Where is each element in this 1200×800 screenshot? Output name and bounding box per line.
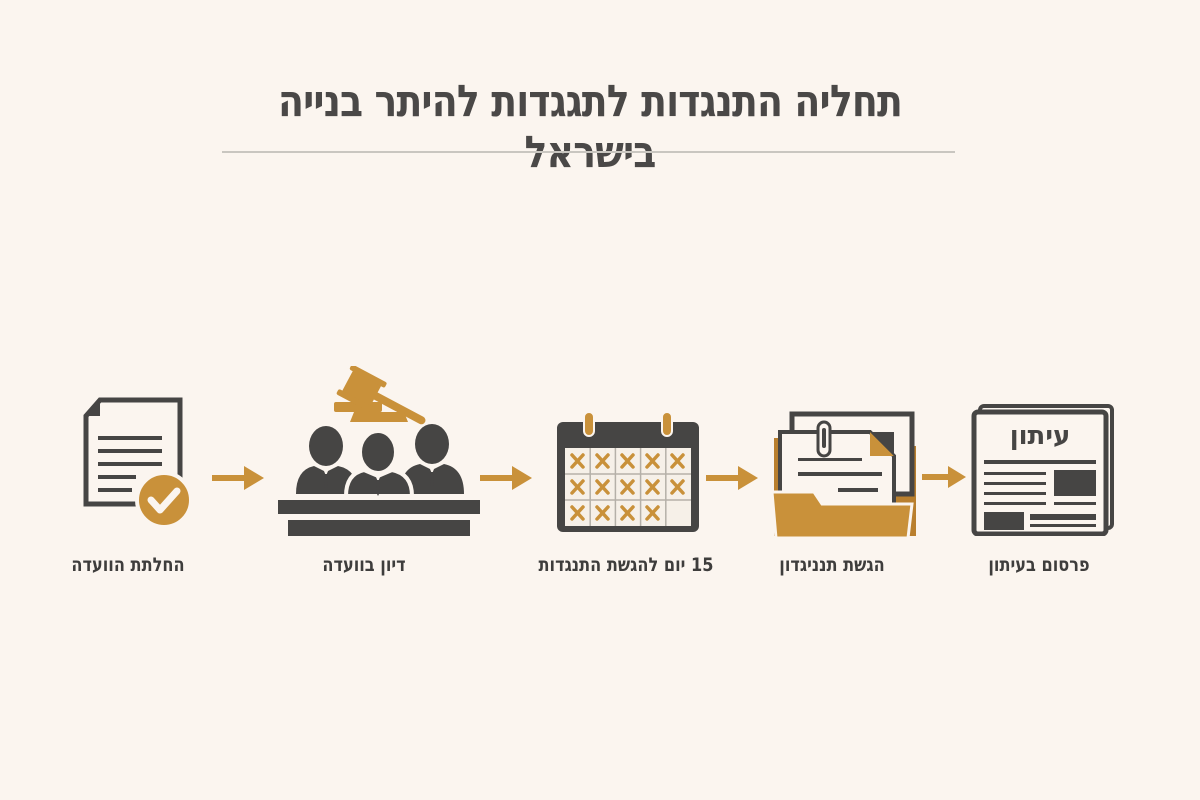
- page-title: תחליה התנגדות לתגגדות להיתר בנייה בישראל: [278, 76, 903, 178]
- step-label-committee-hearing: דיון בוועדה: [322, 554, 406, 576]
- step-committee-decision: [78, 396, 198, 532]
- calendar-icon: [557, 411, 699, 532]
- step-objection-period: [555, 410, 701, 538]
- step-label-submit-objection: הגשת תנניגדון: [779, 554, 885, 576]
- step-label-objection-period: 15 יום להגשת התנגדות: [538, 554, 714, 576]
- arrow-right-icon: [706, 466, 758, 490]
- arrow-right-icon: [922, 466, 966, 488]
- step-newspaper-publication: עיתון: [970, 404, 1116, 540]
- newspaper-icon: עיתון: [971, 404, 1114, 537]
- step-committee-hearing: [274, 364, 484, 542]
- arrow-right-icon: [480, 466, 532, 490]
- step-label-newspaper-publication: פרסום בעיתון: [988, 554, 1090, 576]
- step-submit-objection: [770, 410, 920, 544]
- folder-documents-icon: [770, 411, 916, 540]
- arrow-right-icon: [212, 466, 264, 490]
- document-check-icon: [83, 397, 193, 529]
- committee-gavel-icon: [278, 364, 480, 536]
- title-divider: [222, 151, 955, 153]
- step-label-committee-decision: החלתת הוועדה: [71, 554, 185, 576]
- newspaper-masthead: עיתון: [1010, 421, 1071, 451]
